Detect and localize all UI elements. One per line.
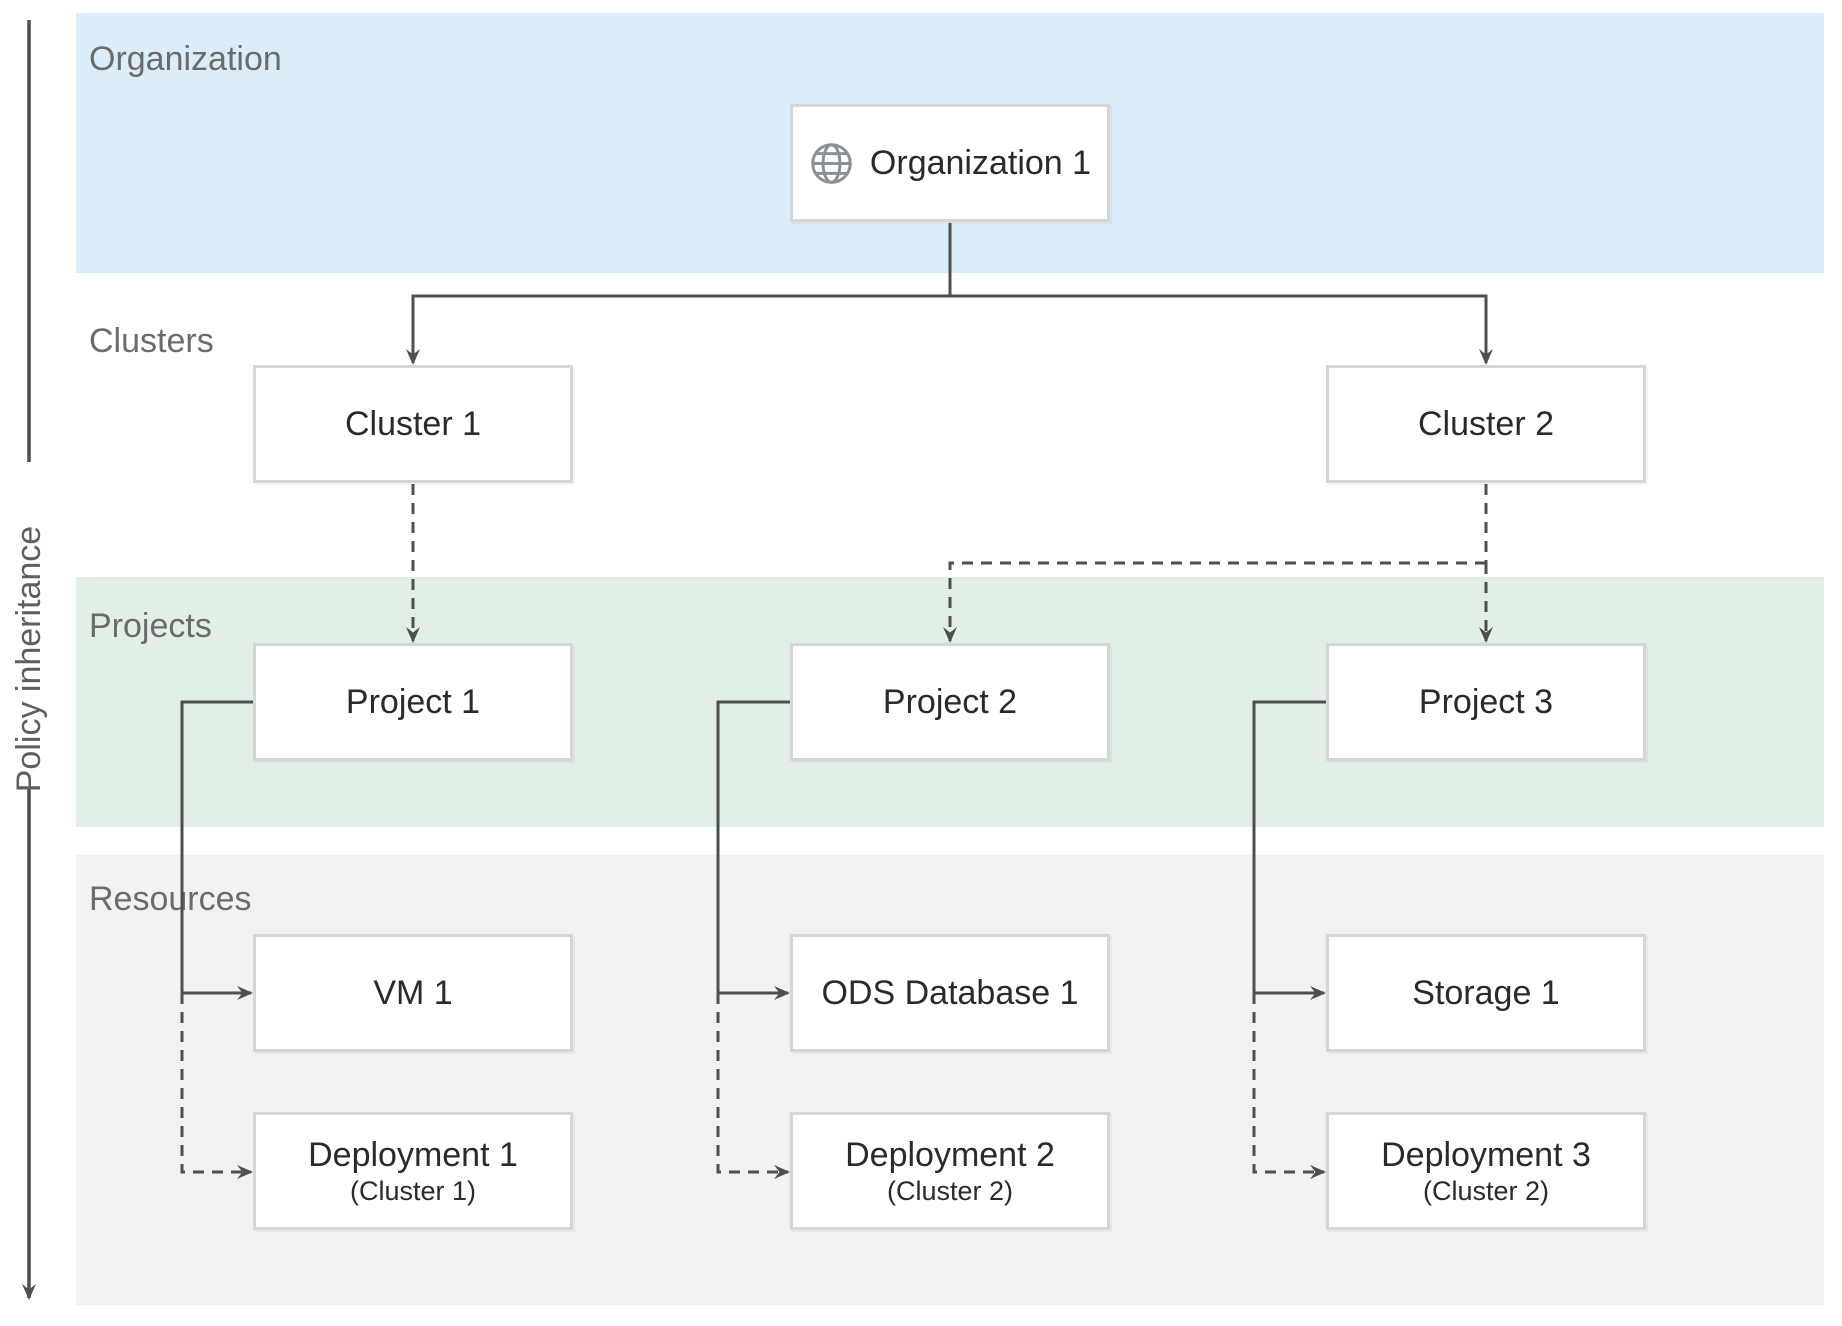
deployment2-node: Deployment 2 (Cluster 2) <box>790 1112 1110 1230</box>
ods-database1-node: ODS Database 1 <box>790 934 1110 1052</box>
deployment1-label: Deployment 1 <box>308 1136 518 1175</box>
project1-node: Project 1 <box>253 643 573 761</box>
deployment2-sublabel: (Cluster 2) <box>886 1175 1014 1206</box>
project3-label: Project 3 <box>1418 682 1554 721</box>
ods-database1-label: ODS Database 1 <box>821 973 1079 1012</box>
project1-label: Project 1 <box>345 682 481 721</box>
globe-icon <box>809 141 854 186</box>
cluster1-node: Cluster 1 <box>253 365 573 483</box>
project2-node: Project 2 <box>790 643 1110 761</box>
deployment3-node: Deployment 3 (Cluster 2) <box>1326 1112 1646 1230</box>
policy-inheritance-label: Policy inheritance <box>10 525 48 793</box>
resources-band <box>76 855 1824 1305</box>
cluster1-label: Cluster 1 <box>344 404 482 443</box>
deployment1-node: Deployment 1 (Cluster 1) <box>253 1112 573 1230</box>
project3-node: Project 3 <box>1326 643 1646 761</box>
cluster2-label: Cluster 2 <box>1417 404 1555 443</box>
deployment3-label: Deployment 3 <box>1381 1136 1591 1175</box>
cluster2-node: Cluster 2 <box>1326 365 1646 483</box>
organization-band-label: Organization <box>89 40 282 78</box>
project2-label: Project 2 <box>882 682 1018 721</box>
clusters-band-label: Clusters <box>89 322 214 360</box>
vm1-label: VM 1 <box>373 973 453 1012</box>
deployment2-label: Deployment 2 <box>845 1136 1055 1175</box>
deployment3-sublabel: (Cluster 2) <box>1422 1175 1550 1206</box>
projects-band-label: Projects <box>89 607 212 645</box>
organization1-label: Organization 1 <box>869 143 1092 182</box>
vm1-node: VM 1 <box>253 934 573 1052</box>
storage1-node: Storage 1 <box>1326 934 1646 1052</box>
organization1-node: Organization 1 <box>790 104 1110 222</box>
deployment1-sublabel: (Cluster 1) <box>349 1175 477 1206</box>
resources-band-label: Resources <box>89 880 252 918</box>
storage1-label: Storage 1 <box>1412 973 1560 1012</box>
